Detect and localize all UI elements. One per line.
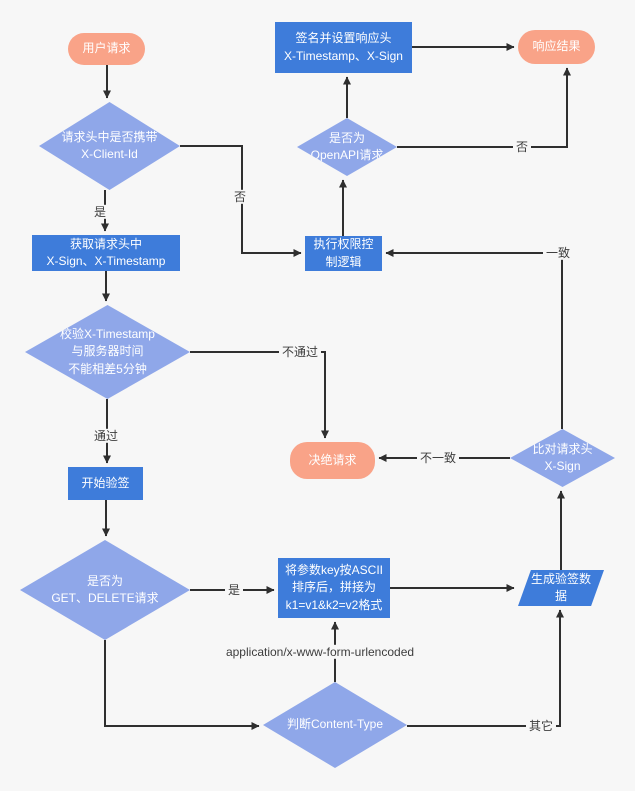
edge-label-yes-client-id: 是 — [90, 204, 110, 220]
node-sort-params: 将参数key按ASCII 排序后，拼接为 k1=v1&k2=v2格式 — [278, 558, 390, 618]
edge-check-timestamp-to-reject-request — [190, 351, 329, 439]
edge-label-no-openapi: 否 — [512, 139, 532, 155]
node-reject-request: 决绝请求 — [290, 442, 375, 479]
node-gen-sign-data: 生成验签数 据 — [518, 570, 604, 606]
edge-compare-sign-to-access-control — [385, 249, 563, 429]
edge-label-not-pass: 不通过 — [278, 344, 322, 360]
node-start-verify: 开始验签 — [68, 467, 143, 500]
edge-label-no-client-id: 否 — [230, 189, 250, 205]
edge-label-not-match: 不一致 — [416, 450, 460, 466]
node-user-request: 用户请求 — [68, 33, 145, 65]
edge-label-match: 一致 — [542, 245, 574, 261]
edge-label-yes-get-delete: 是 — [224, 582, 244, 598]
node-access-control: 执行权限控 制逻辑 — [305, 236, 382, 271]
edge-is-get-delete-to-check-content-type — [104, 640, 260, 730]
edge-is-openapi-to-response-result — [397, 67, 571, 148]
edge-check-content-type-to-gen-sign-data — [407, 609, 564, 727]
edge-label-pass: 通过 — [90, 428, 122, 444]
node-get-headers: 获取请求头中 X-Sign、X-Timestamp — [32, 235, 180, 271]
edge-label-form-urlencoded: application/x-www-form-urlencoded — [222, 644, 418, 660]
node-sign-response: 签名并设置响应头 X-Timestamp、X-Sign — [275, 22, 412, 73]
node-response-result: 响应结果 — [518, 30, 595, 64]
edge-label-other: 其它 — [525, 718, 557, 734]
